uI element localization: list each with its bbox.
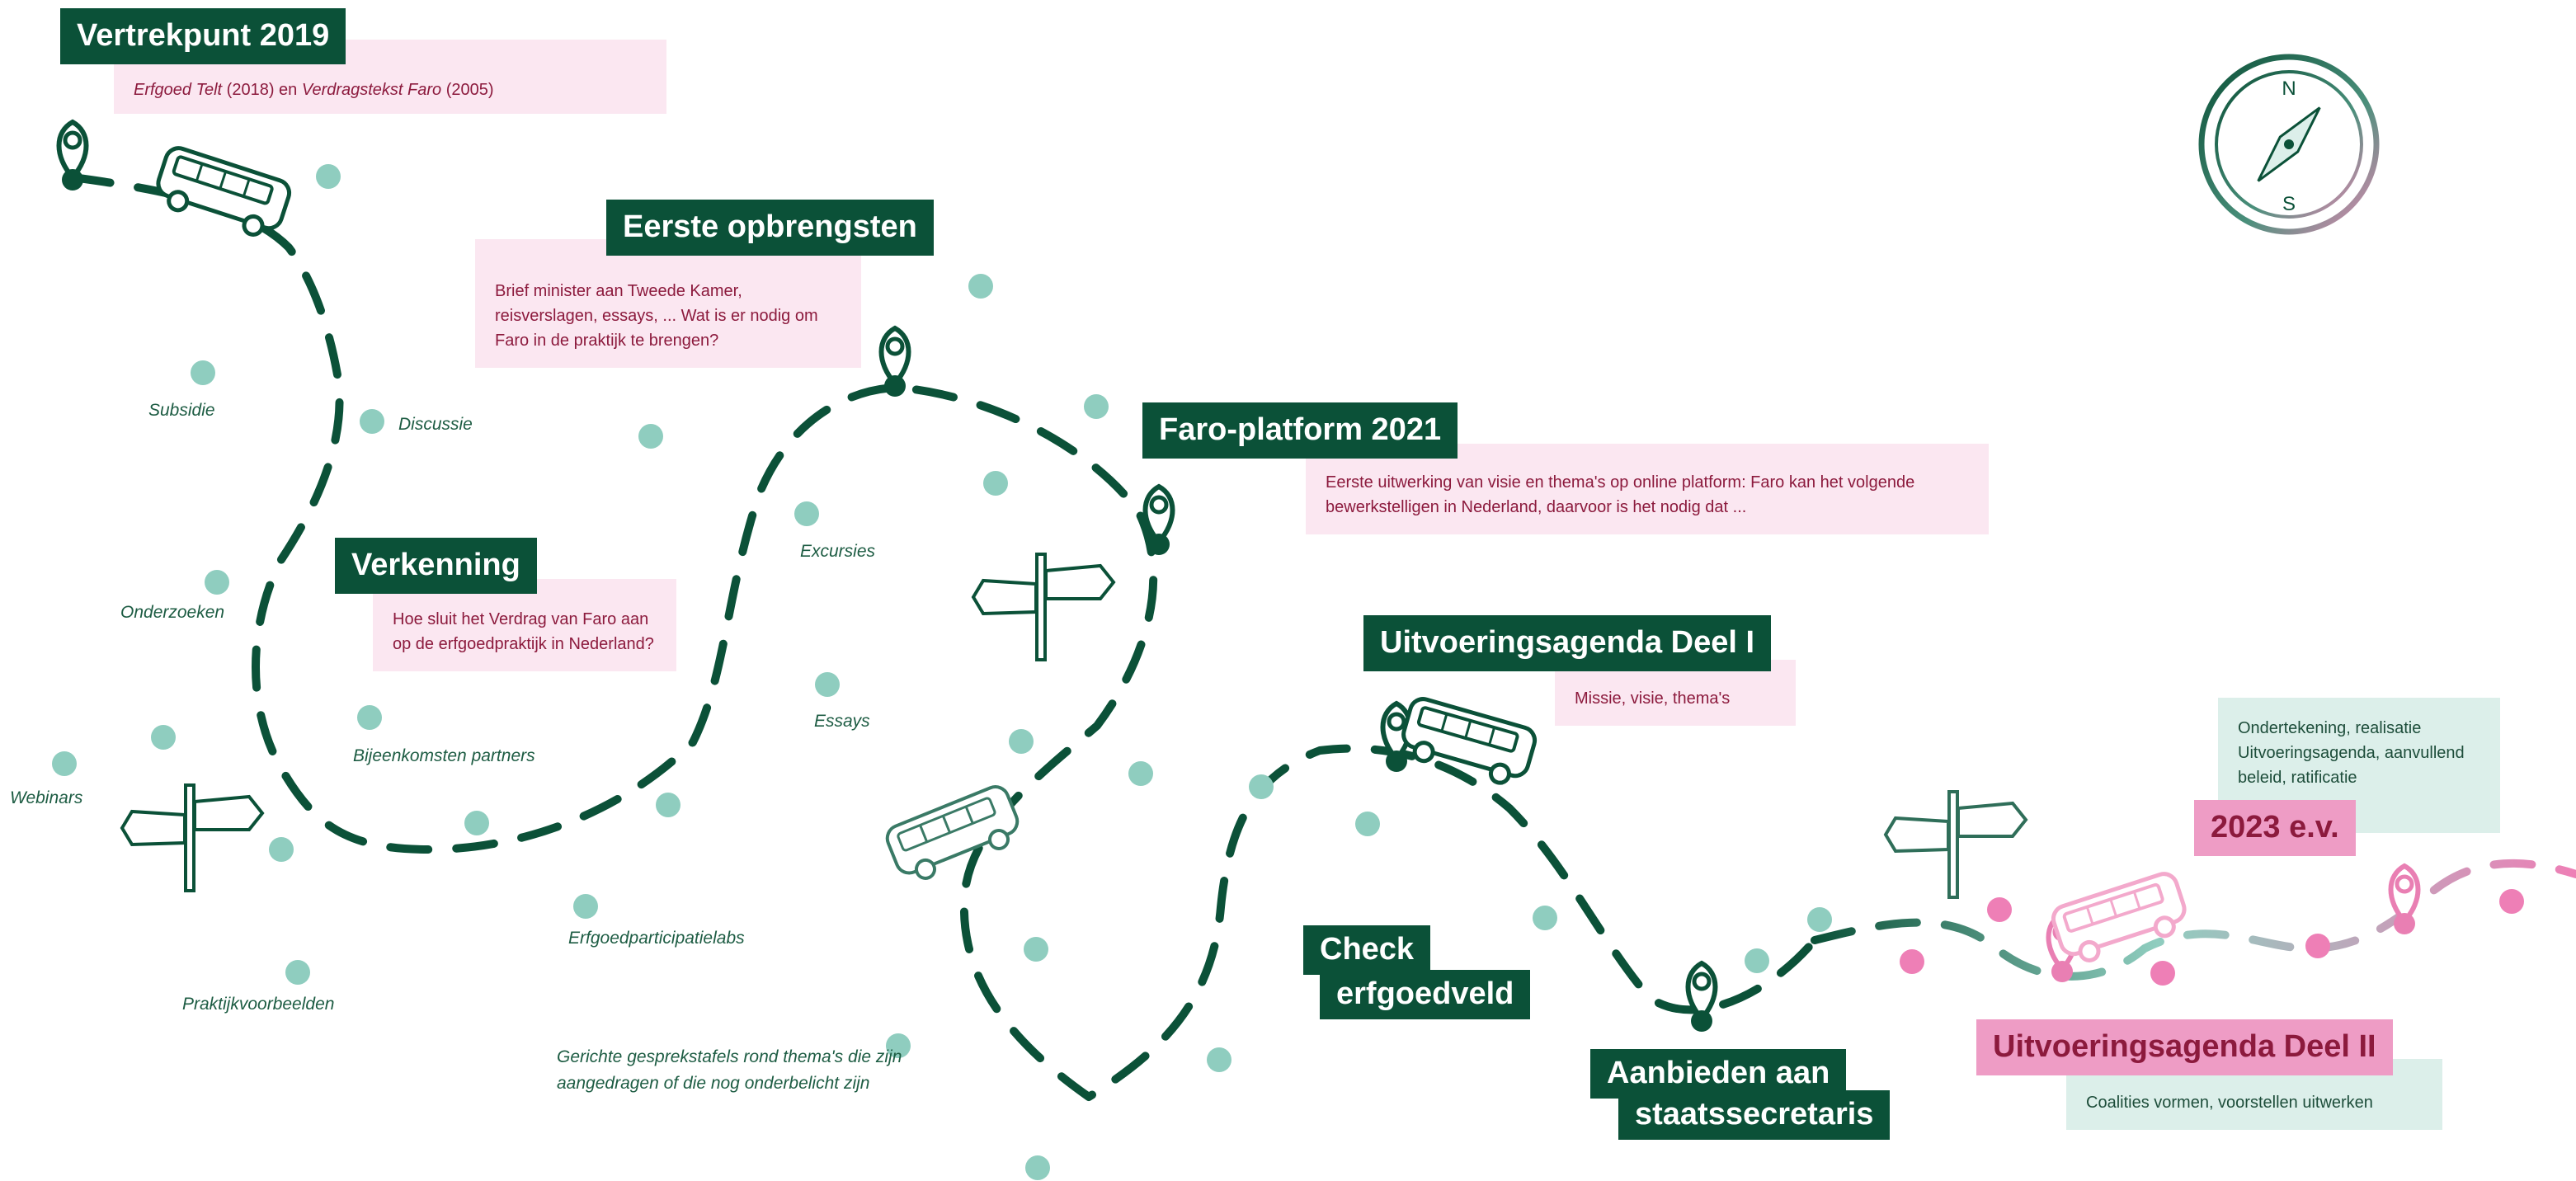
location-pin-icon	[2388, 863, 2421, 934]
compass-north-label: N	[2282, 78, 2296, 100]
bus-icon	[885, 785, 1020, 880]
label-praktijkvoorbeelden: Praktijkvoorbeelden	[182, 995, 335, 1014]
deel1-title: Uitvoeringsagenda Deel I	[1363, 615, 1772, 671]
label-onderzoeken: Onderzoeken	[120, 603, 225, 622]
signpost-icon	[1883, 790, 2028, 899]
label-subsidie: Subsidie	[148, 401, 215, 420]
e2023-title: 2023 e.v.	[2194, 800, 2356, 856]
route-path	[68, 173, 2576, 1101]
label-bijeenkomsten-partners: Bijeenkomsten partners	[353, 746, 535, 765]
verkenning-title: Verkenning	[335, 538, 537, 594]
faro2021-text: Eerste uitwerking van visie en thema's o…	[1306, 444, 1989, 534]
label-webinars: Webinars	[10, 788, 83, 807]
verkenning-text: Hoe sluit het Verdrag van Faro aan op de…	[373, 579, 676, 671]
location-pin-icon	[878, 325, 911, 397]
signpost-icon	[971, 553, 1116, 661]
check-title-line2: erfgoedveld	[1320, 970, 1531, 1019]
aanbieden-title-line2: staatssecretaris	[1618, 1090, 1891, 1140]
aanbieden-title-line1: Aanbieden aan	[1590, 1049, 1847, 1099]
label-gesprekstafels: Gerichte gesprekstafels rond thema's die…	[557, 1047, 902, 1093]
location-pin-icon	[56, 119, 89, 191]
check-title-line1: Check	[1303, 925, 1431, 975]
compass-icon: N S	[2198, 54, 2380, 235]
compass-south-label: S	[2282, 193, 2296, 215]
vertrekpunt-text: Erfgoed Telt (2018) en Verdragstekst Far…	[114, 40, 666, 114]
label-excursies: Excursies	[800, 542, 876, 561]
bus-icon	[2051, 872, 2187, 962]
vertrekpunt-title: Vertrekpunt 2019	[60, 8, 346, 64]
label-erfgoedparticipatielabs: Erfgoedparticipatielabs	[568, 929, 745, 948]
faro2021-title: Faro-platform 2021	[1142, 402, 1458, 459]
eerste-text: Brief minister aan Tweede Kamer, reisver…	[475, 239, 861, 368]
bus-icon	[1401, 697, 1538, 785]
eerste-title: Eerste opbrengsten	[606, 200, 934, 256]
label-essays: Essays	[814, 712, 870, 731]
route-dots	[52, 164, 2524, 1180]
location-pin-icon	[1685, 960, 1718, 1032]
deel2-title: Uitvoeringsagenda Deel II	[1976, 1019, 2393, 1075]
bus-icon	[156, 146, 292, 237]
location-pin-icon	[1142, 483, 1175, 555]
label-discussie: Discussie	[398, 415, 473, 434]
signpost-icon	[120, 783, 265, 892]
